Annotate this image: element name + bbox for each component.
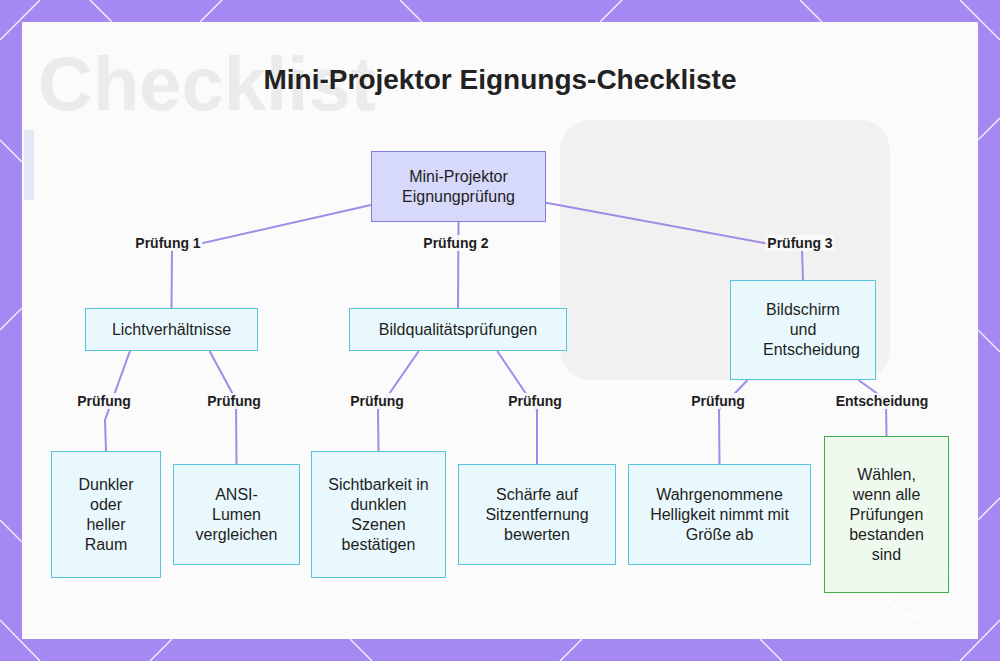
root-box: Mini-Projektor Eignungprüfung: [371, 151, 546, 222]
process-box: Wahrgenommene Helligkeit nimmt mit Größe…: [628, 464, 811, 565]
edge-label: Prüfung 3: [765, 235, 834, 251]
process-box: Schärfe auf Sitzentfernung bewerten: [458, 464, 616, 565]
process-box: Sichtbarkeit in dunklen Szenen bestätige…: [311, 451, 446, 578]
process-box: ANSI-Lumen vergleichen: [173, 464, 300, 565]
node-text: Wahrgenommene Helligkeit nimmt mit Größe…: [641, 485, 798, 545]
content-panel: [22, 22, 978, 639]
edge-label: Prüfung 1: [133, 235, 202, 251]
node-text: ANSI-Lumen vergleichen: [192, 485, 281, 545]
node-text: Lichtverhältnisse: [94, 320, 249, 340]
edge-label: Prüfung 2: [421, 235, 490, 251]
decision-box: Wählen, wenn alle Prüfungen bestanden si…: [824, 436, 949, 593]
edge-label: Prüfung: [348, 393, 406, 409]
node-text: Wählen, wenn alle Prüfungen bestanden si…: [839, 465, 934, 565]
process-box: Bildqualitätsprüfungen: [349, 308, 567, 351]
node-text: Mini-Projektor Eignungprüfung: [388, 167, 529, 207]
diagram-title: Mini-Projektor Eignungs-Checkliste: [0, 64, 1000, 96]
process-box: Dunkler oder heller Raum: [51, 451, 161, 578]
faded-projector: [560, 120, 890, 380]
node-text: Dunkler oder heller Raum: [74, 475, 138, 555]
process-box: Lichtverhältnisse: [85, 308, 258, 351]
edge-label: Prüfung: [75, 393, 133, 409]
connector-line: [172, 205, 372, 308]
edge-label: Prüfung: [506, 393, 564, 409]
node-text: Schärfe auf Sitzentfernung bewerten: [469, 485, 605, 545]
node-text: Sichtbarkeit in dunklen Szenen bestätige…: [324, 475, 433, 555]
node-text: Bildschirm und Entscheidung: [763, 300, 843, 360]
edge-label: Prüfung: [689, 393, 747, 409]
node-text: Bildqualitätsprüfungen: [358, 320, 558, 340]
edge-label: Prüfung: [205, 393, 263, 409]
edge-label: Entscheidung: [834, 393, 931, 409]
process-box: Bildschirm und Entscheidung: [730, 280, 876, 380]
faded-bar: [24, 130, 34, 200]
